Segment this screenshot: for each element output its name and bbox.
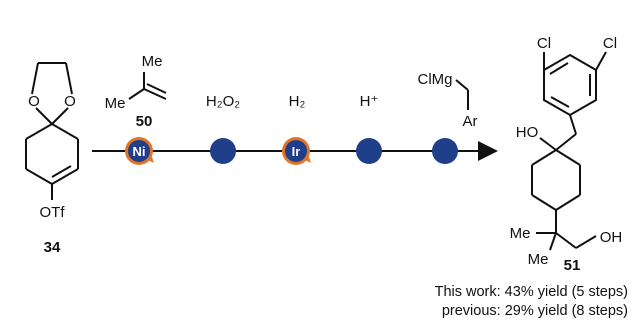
reagent-hydrogen-peroxide: H₂O₂ xyxy=(206,93,240,110)
grignard-aryl: Ar xyxy=(463,113,478,130)
iridium-label: Ir xyxy=(292,144,301,159)
reagent-hydrogen: H₂ xyxy=(289,93,306,110)
step-node-grignard xyxy=(432,138,458,164)
nickel-catalyst-node: Ni xyxy=(125,137,154,165)
triflate-label: OTf xyxy=(40,204,66,221)
methyl-label-2: Me xyxy=(528,251,549,268)
alkene-methyl-top: Me xyxy=(142,53,163,70)
methyl-label-1: Me xyxy=(510,225,531,242)
hydroxy-label-oh: OH xyxy=(600,229,623,246)
starting-material-34 xyxy=(25,62,79,200)
nickel-node-core xyxy=(128,140,150,162)
compound-50-label: 50 xyxy=(136,113,153,130)
grignard-prefix: ClMg xyxy=(417,71,452,88)
result-previous: previous: 29% yield (8 steps) xyxy=(442,303,628,319)
hydroxy-label-ho: HO xyxy=(516,124,539,141)
reagent-acid: H⁺ xyxy=(360,93,379,110)
iridium-catalyst-node: Ir xyxy=(282,137,311,165)
chloro-label-2: Cl xyxy=(603,35,617,52)
nickel-label: Ni xyxy=(133,144,146,159)
product-51-structure xyxy=(531,51,607,251)
alkene-methyl-left: Me xyxy=(105,95,126,112)
acetal-oxygen-right: O xyxy=(64,93,76,110)
chloro-label-1: Cl xyxy=(537,35,551,52)
grignard-bonds xyxy=(455,79,469,110)
compound-34-label: 34 xyxy=(44,239,61,256)
compound-51-label: 51 xyxy=(564,257,581,274)
step-node-acid xyxy=(356,138,382,164)
alkene-50-structure xyxy=(128,72,167,100)
result-this-work: This work: 43% yield (5 steps) xyxy=(435,284,628,300)
step-node-oxidation xyxy=(210,138,236,164)
acetal-oxygen-left: O xyxy=(28,93,40,110)
